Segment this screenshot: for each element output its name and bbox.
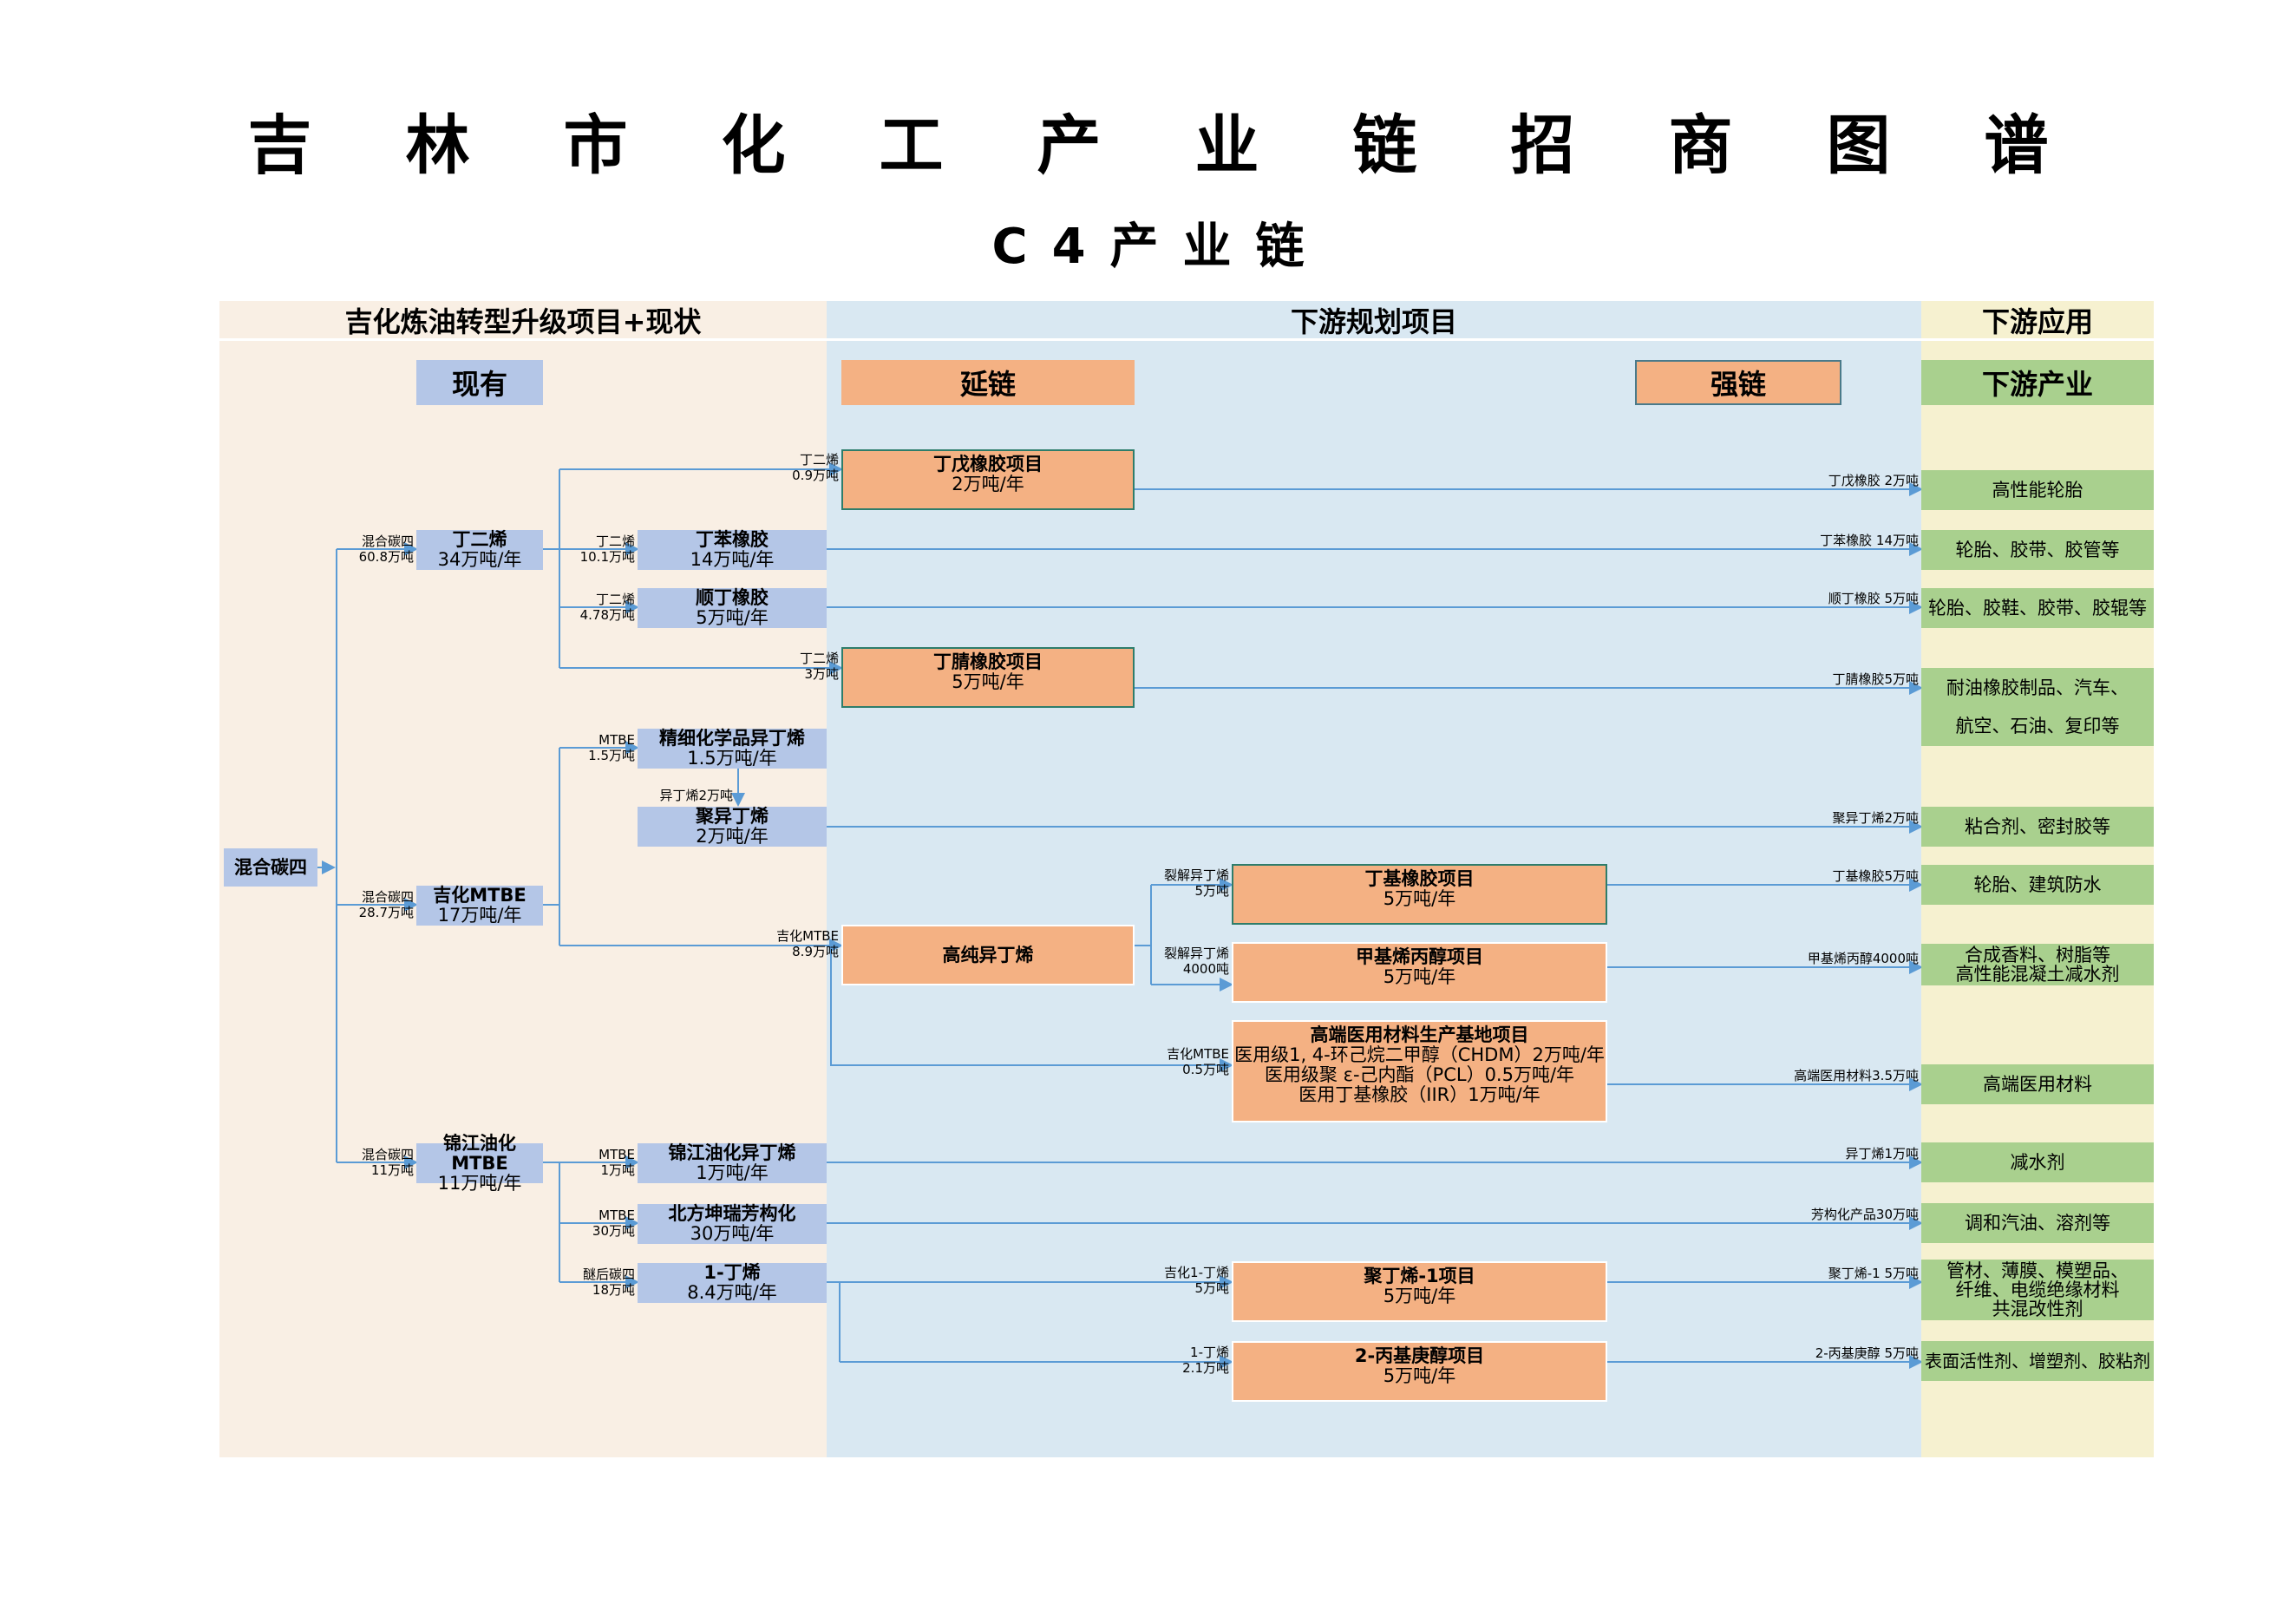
downstream-app: 高端医用材料 xyxy=(1921,1064,2154,1104)
flow-label: 顺丁橡胶 5万吨 xyxy=(1828,591,1919,606)
flow-label: 聚异丁烯2万吨 xyxy=(1832,810,1919,826)
flow-label: 丁腈橡胶5万吨 xyxy=(1832,671,1919,687)
flow-label: 丁基橡胶5万吨 xyxy=(1832,868,1919,884)
header-left: 吉化炼油转型升级项目+现状 xyxy=(219,301,827,341)
flow-label: 甲基烯丙醇4000吨 xyxy=(1807,951,1919,966)
tag-existing: 现有 xyxy=(416,360,543,405)
flow-label: 聚丁烯-1 5万吨 xyxy=(1828,1266,1919,1281)
flow-label: 丁戊橡胶 2万吨 xyxy=(1828,473,1919,488)
downstream-app: 合成香料、树脂等高性能混凝土减水剂 xyxy=(1921,944,2154,985)
downstream-app: 调和汽油、溶剂等 xyxy=(1921,1203,2154,1243)
tag-strengthen: 强链 xyxy=(1635,360,1841,405)
downstream-app: 耐油橡胶制品、汽车、航空、石油、复印等 xyxy=(1921,668,2154,746)
project-node-medical-materials: 高端医用材料生产基地项目 医用级1, 4-环己烷二甲醇（CHDM）2万吨/年 医… xyxy=(1232,1020,1607,1122)
flow-label: 芳构化产品30万吨 xyxy=(1810,1207,1919,1222)
downstream-app: 管材、薄膜、模塑品、纤维、电缆绝缘材料共混改性剂 xyxy=(1921,1260,2154,1320)
page-subtitle: C4产业链 xyxy=(991,219,1329,275)
tag-industry: 下游产业 xyxy=(1921,360,2154,405)
downstream-app: 轮胎、胶鞋、胶带、胶辊等 xyxy=(1921,588,2154,628)
source-node: 混合碳四 xyxy=(224,848,317,887)
downstream-app: 粘合剂、密封胶等 xyxy=(1921,807,2154,847)
project-node-high-purity-isobutylene: 高纯异丁烯 xyxy=(841,925,1135,985)
header-right: 下游应用 xyxy=(1921,301,2154,341)
downstream-app: 高性能轮胎 xyxy=(1921,470,2154,510)
level2-input-label: 异丁烯2万吨 xyxy=(659,788,733,803)
page-title: 吉林市化工产业链招商图谱 xyxy=(247,108,2142,183)
flow-label: 丁苯橡胶 14万吨 xyxy=(1820,533,1919,548)
downstream-app: 轮胎、建筑防水 xyxy=(1921,865,2154,905)
downstream-app: 减水剂 xyxy=(1921,1142,2154,1182)
tag-extend: 延链 xyxy=(841,360,1135,405)
downstream-app: 轮胎、胶带、胶管等 xyxy=(1921,530,2154,570)
downstream-app: 表面活性剂、增塑剂、胶粘剂 xyxy=(1921,1341,2154,1381)
source-name: 混合碳四 xyxy=(234,856,307,878)
flow-label: 2-丙基庚醇 5万吨 xyxy=(1815,1345,1919,1361)
flow-label: 异丁烯1万吨 xyxy=(1845,1146,1919,1162)
header-middle: 下游规划项目 xyxy=(827,301,1921,341)
flow-label: 高端医用材料3.5万吨 xyxy=(1794,1068,1919,1083)
